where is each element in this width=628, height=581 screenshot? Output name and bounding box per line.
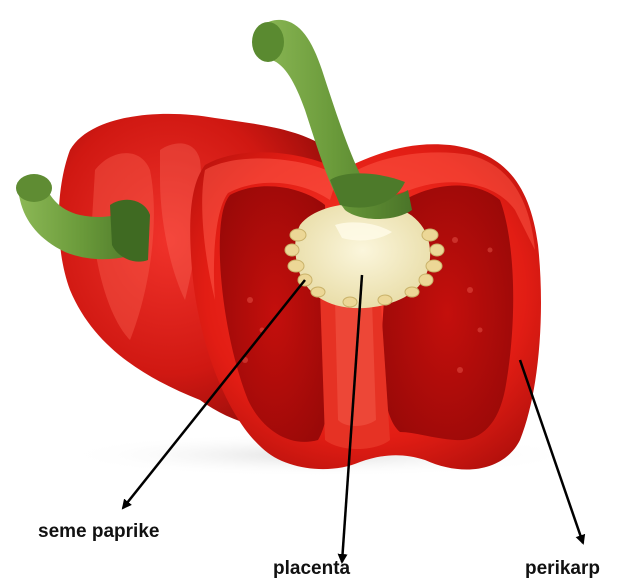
label-pericarp: perikarp bbox=[525, 558, 600, 580]
label-seeds: seme paprike bbox=[38, 521, 159, 543]
cut-pepper bbox=[190, 20, 541, 470]
label-placenta: placenta bbox=[273, 558, 350, 580]
